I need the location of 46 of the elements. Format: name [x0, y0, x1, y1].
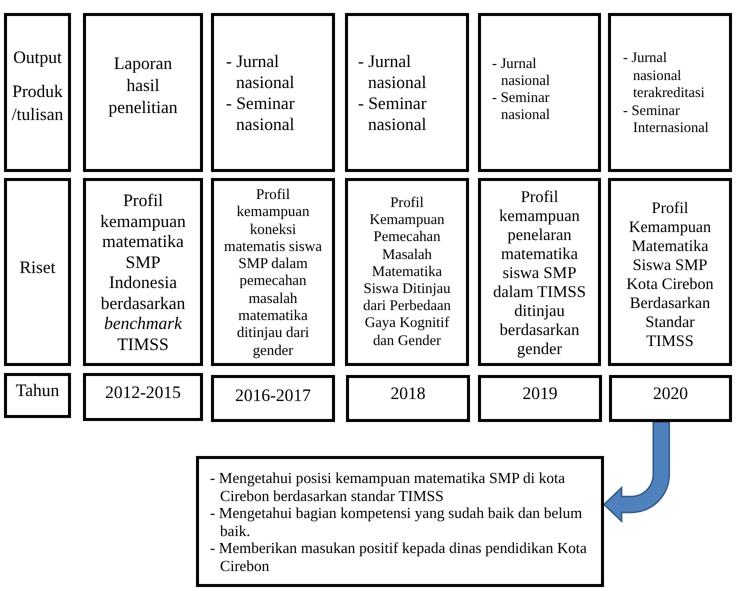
research-title: Profil kemampuan koneksi matematis siswa SMP dalam pemecahan masalah matematika ditinjau dari gender	[222, 187, 323, 360]
research-box	[211, 178, 335, 366]
list-item: - Mengetahui bagian kompetensi yang sudah baik dan belum baik.	[210, 505, 584, 540]
row-label: Riset	[20, 256, 56, 278]
list-item: - Jurnal nasional terakreditasi	[623, 50, 706, 102]
year-box	[211, 375, 335, 422]
year-label: 2016-2017	[235, 384, 311, 406]
list-item: - Memberikan masukan positif kepada dinas pendidikan Kota Cirebon	[210, 540, 588, 575]
year-label: 2012-2015	[105, 381, 181, 403]
output-box	[83, 13, 203, 172]
row-label: Tahun	[16, 379, 60, 401]
year-label: 2018	[390, 382, 426, 404]
row-header-box	[4, 178, 71, 366]
year-box	[346, 375, 470, 422]
year-box	[478, 375, 602, 422]
year-label: 2019	[522, 382, 558, 404]
research-title: Profil Kemampuan Matematika Siswa SMP Kota Cirebon Berdasarkan Standar TIMSS	[625, 199, 715, 351]
goals-box	[196, 456, 604, 587]
list-item: - Seminar nasional	[492, 90, 551, 124]
research-box	[345, 178, 469, 366]
research-title: Profil Kemampuan Pemecahan Masalah Matematika Siswa Ditinjau dari Perbedaan Gaya Kognitif dan Gender	[362, 195, 452, 350]
year-box	[609, 375, 732, 422]
list-item: - Jurnal nasional	[226, 51, 296, 93]
curved-arrow	[603, 421, 670, 522]
row-header-box	[4, 373, 71, 418]
output-box	[478, 13, 601, 172]
output-box	[211, 13, 335, 172]
research-box	[83, 178, 203, 366]
year-label: 2020	[653, 382, 688, 404]
list-item: - Jurnal nasional	[358, 51, 428, 93]
research-box	[608, 178, 732, 366]
list-item: - Seminar nasional	[226, 93, 296, 135]
research-title: Profil kemampuan penelaran matematika siswa SMP dalam TIMSS ditinjau berdasarkan gender	[492, 187, 587, 358]
row-label: Output	[13, 46, 62, 69]
list-item: - Mengetahui posisi kemampuan matematika SMP di kota Cirebon berdasarkan standar TIMSS	[210, 470, 566, 505]
row-label: Produk /tulisan	[10, 80, 64, 126]
year-box	[83, 373, 203, 421]
list-item: - Jurnal nasional	[492, 56, 551, 90]
list-item: - Seminar Internasional	[623, 102, 710, 138]
output-box	[608, 13, 732, 172]
research-title: Profil kemampuan matematika SMP Indonesia berdasarkan benchmark TIMSS	[99, 190, 187, 354]
output-box	[345, 13, 469, 172]
research-box	[478, 178, 601, 366]
output-text: Laporan hasil penelitian	[107, 52, 178, 118]
list-item: - Seminar nasional	[358, 93, 428, 135]
row-header-box	[4, 13, 71, 172]
